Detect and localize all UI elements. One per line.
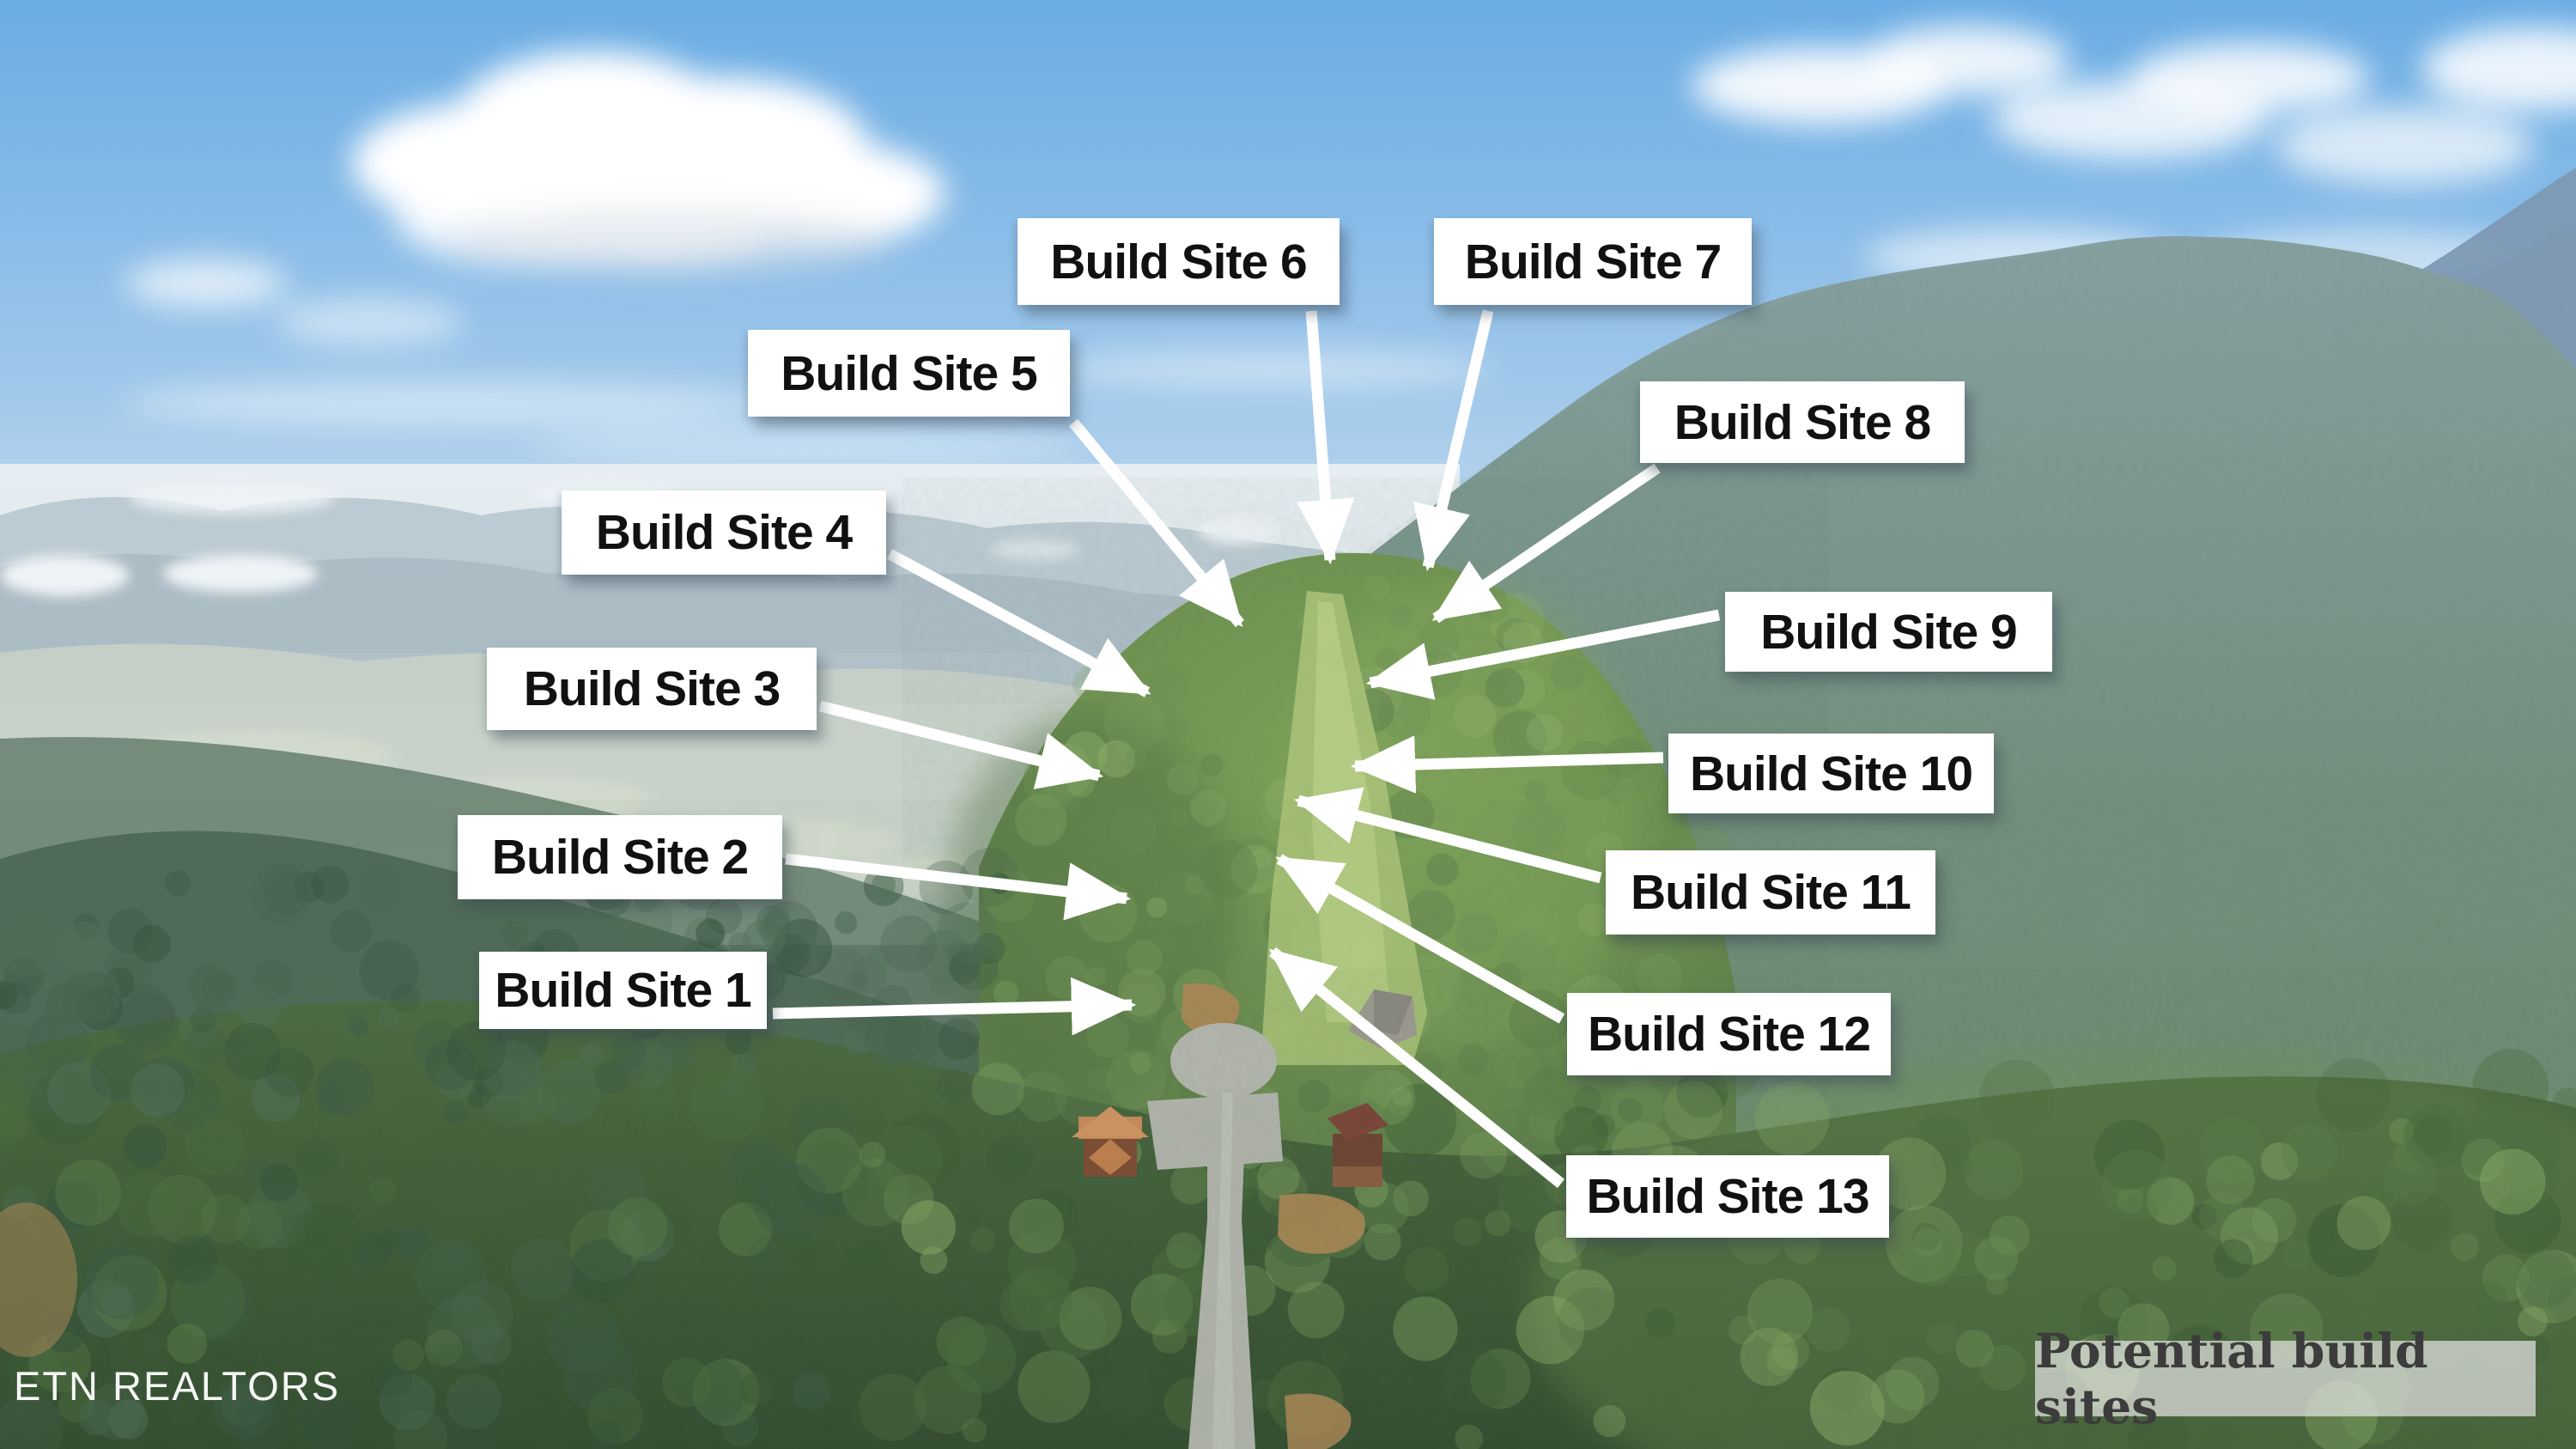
site-arrow [1365, 609, 1721, 700]
site-arrow [1431, 463, 1661, 624]
caption-badge: Potential build sites [2035, 1323, 2536, 1434]
site-arrow [1413, 309, 1494, 572]
site-arrow [1350, 735, 1664, 794]
watermark: ETN REALTORS [14, 1363, 341, 1409]
site-arrow [1296, 310, 1355, 565]
site-arrow [1293, 787, 1602, 884]
site-arrow [1275, 854, 1565, 1024]
site-arrow [1268, 947, 1565, 1189]
site-arrow [772, 977, 1137, 1036]
annotation-arrows [772, 309, 1721, 1189]
site-arrow [886, 549, 1151, 697]
site-arrow [1068, 418, 1245, 628]
site-arrow [785, 853, 1132, 921]
site-arrow [818, 700, 1104, 789]
